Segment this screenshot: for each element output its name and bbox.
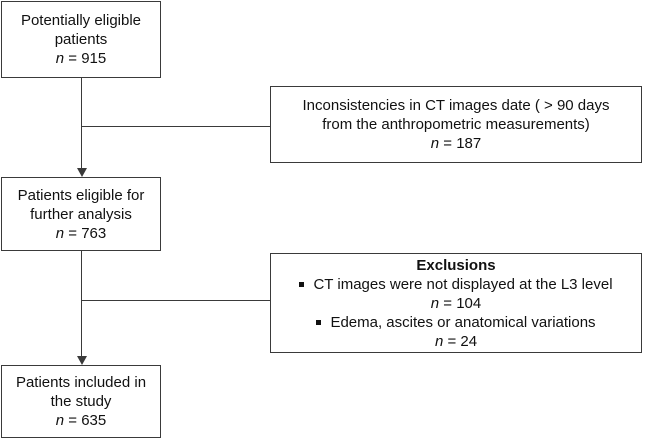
- exclusion-item-2: Edema, ascites or anatomical variations: [316, 313, 596, 332]
- count-value: = 104: [439, 294, 482, 312]
- exclusion-item-1: CT images were not displayed at the L3 l…: [299, 275, 613, 294]
- included-in-study-box: Patients included in the study n = 635: [1, 365, 161, 438]
- included-count: n = 635: [56, 411, 106, 430]
- n-symbol: n: [430, 294, 440, 312]
- exclusion-item-1-count: n = 104: [431, 294, 481, 313]
- bullet-icon: [316, 319, 322, 325]
- arrow-head-included: [77, 356, 87, 365]
- n-symbol: n: [434, 332, 444, 350]
- count-value: = 915: [64, 50, 107, 67]
- potentially-eligible-line1: Potentially eligible: [20, 12, 142, 29]
- exclusion-item-2-label: Edema, ascites or anatomical variations: [330, 313, 596, 331]
- included-line2: the study: [50, 393, 112, 410]
- inconsistencies-line1: Inconsistencies in CT images date ( > 90…: [302, 97, 610, 114]
- potentially-eligible-count: n = 915: [56, 49, 106, 68]
- included-line1: Patients included in: [15, 374, 147, 391]
- n-symbol: n: [55, 412, 65, 429]
- n-symbol: n: [430, 135, 440, 152]
- count-value: = 187: [439, 135, 482, 152]
- inconsistencies-count: n = 187: [431, 134, 481, 153]
- main-vertical-connector-1: [81, 78, 82, 172]
- count-value: = 763: [64, 224, 107, 242]
- n-symbol: n: [55, 224, 65, 242]
- potentially-eligible-line2: patients: [54, 31, 108, 48]
- inconsistencies-box: Inconsistencies in CT images date ( > 90…: [270, 86, 642, 163]
- branch-connector-inconsistencies: [81, 126, 270, 127]
- branch-connector-exclusions: [81, 300, 270, 301]
- eligible-count: n = 763: [56, 224, 106, 243]
- bullet-icon: [299, 281, 305, 287]
- n-symbol: n: [55, 50, 65, 67]
- exclusion-item-1-label: CT images were not displayed at the L3 l…: [313, 275, 613, 293]
- exclusions-box: Exclusions CT images were not displayed …: [270, 253, 642, 353]
- inconsistencies-line2: from the anthropometric measurements): [322, 116, 590, 133]
- eligible-line1: Patients eligible for: [17, 186, 145, 204]
- eligible-further-analysis-box: Patients eligible for further analysis n…: [1, 177, 161, 251]
- potentially-eligible-box: Potentially eligible patients n = 915: [1, 1, 161, 78]
- main-vertical-connector-2: [81, 251, 82, 359]
- eligible-line2: further analysis: [30, 205, 132, 223]
- count-value: = 635: [64, 412, 107, 429]
- exclusion-item-2-count: n = 24: [435, 332, 477, 351]
- arrow-head-eligible: [77, 168, 87, 177]
- exclusions-title: Exclusions: [416, 256, 496, 274]
- count-value: = 24: [443, 332, 478, 350]
